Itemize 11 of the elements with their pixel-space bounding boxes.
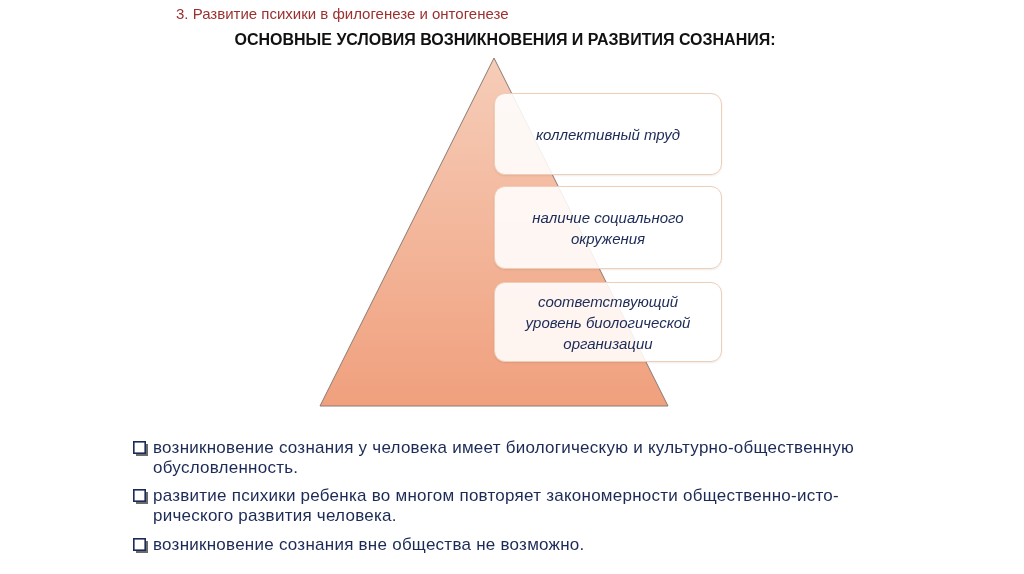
- box-text: коллективный труд: [535, 124, 680, 145]
- box-text: наличие социального окружения: [531, 207, 685, 249]
- slide-title: ОСНОВНЫЕ УСЛОВИЯ ВОЗНИКНОВЕНИЯ И РАЗВИТИЯ СОЗНАНИЯ:: [233, 31, 777, 49]
- bullet-text: возникновение сознания у человека имеет биологическую и культурно-общественную обусловленность.: [153, 438, 855, 478]
- box-text: соответствующий уровень биологической организации: [523, 291, 692, 354]
- bullet-text: возникновение сознания вне общества не возможно.: [153, 535, 585, 555]
- condition-box: [494, 186, 722, 269]
- bullet-text: развитие психики ребенка во многом повторяет закономерности общественно-исто-рического развития человека.: [153, 486, 840, 526]
- condition-box: [494, 93, 722, 175]
- slide-subtitle: 3. Развитие психики в филогенезе и онтогенезе: [176, 5, 509, 22]
- condition-box: [494, 282, 722, 362]
